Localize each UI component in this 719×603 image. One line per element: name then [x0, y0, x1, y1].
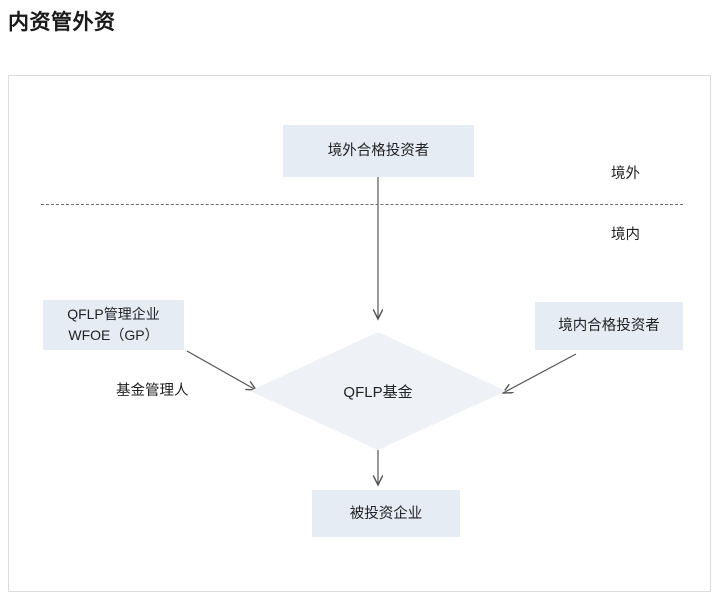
node-offshore-qualified-investor[interactable]: 境外合格投资者: [283, 125, 474, 177]
connector-onshore-to-fund: [503, 353, 577, 393]
node-invested-enterprise[interactable]: 被投资企业: [312, 490, 460, 537]
node-qflp-management-enterprise-wfoe-gp[interactable]: QFLP管理企业 WFOE（GP）: [43, 300, 184, 350]
boundary-divider-dashed-line: [41, 204, 683, 205]
region-label-onshore: 境内: [611, 227, 640, 243]
node-qflp-fund-label: QFLP基金: [343, 383, 413, 401]
diamond-shape: [250, 332, 506, 450]
node-onshore-qualified-investor[interactable]: 境内合格投资者: [535, 302, 683, 350]
region-label-offshore: 境外: [611, 166, 640, 182]
diagram-canvas: 境外 境内 境外合格投资者 QFLP管理企业 WFOE（GP） 境内合格投资者 …: [8, 75, 711, 592]
page-title: 内资管外资: [8, 11, 116, 34]
node-qflp-fund[interactable]: QFLP基金: [250, 332, 506, 450]
connector-manager-to-fund: [186, 350, 256, 390]
edge-label-fund-manager: 基金管理人: [116, 383, 189, 399]
